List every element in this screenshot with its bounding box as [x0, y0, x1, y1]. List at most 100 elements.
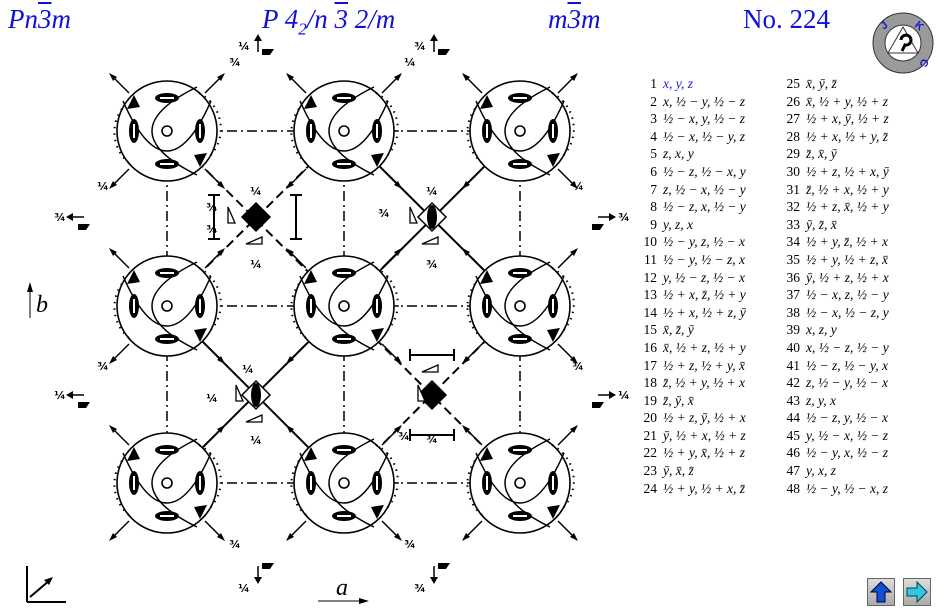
- operation-number: 23: [643, 463, 658, 479]
- operation-expression: x, y, z: [663, 76, 693, 91]
- height-fraction-label: ¾: [206, 223, 217, 236]
- height-fraction-label: ¼: [242, 363, 253, 376]
- edge-twofold-axis-arrow-icon: ¾: [414, 563, 450, 595]
- operation-expression: x, ½ − y, ½ − z: [663, 93, 745, 109]
- inversion-center-icon: [338, 125, 350, 137]
- edge-twofold-axis-arrow-icon: ¼: [238, 34, 274, 55]
- height-fraction-label: ¾: [398, 430, 409, 443]
- height-fraction-label: ¾: [414, 40, 425, 53]
- operation-expression: z, ½ − y, ½ − x: [806, 375, 888, 391]
- navigate-next-button[interactable]: [903, 578, 931, 606]
- operation-expression: ½ − y, ½ − x, z: [806, 480, 888, 496]
- operation-number: 24: [643, 480, 658, 496]
- arrow-up-icon: [870, 581, 892, 603]
- height-fraction-label: ¼: [54, 389, 65, 402]
- operation-number: 45: [786, 427, 801, 443]
- arrow-right-icon: [906, 581, 928, 603]
- navigate-up-button[interactable]: [867, 578, 895, 606]
- operation-expression: ½ + z, ȳ, ½ + x: [663, 410, 746, 426]
- height-fraction-label: ¾: [378, 207, 389, 220]
- threefold-triangle-icon: [127, 270, 140, 284]
- height-fraction-label: ¼: [426, 185, 437, 198]
- operation-number: 32: [786, 199, 801, 215]
- operation-number: 48: [786, 480, 801, 496]
- threefold-triangle-icon: [304, 447, 317, 461]
- operation-expression: ½ + x, z̄, ½ + y: [663, 287, 746, 303]
- operation-number: 4: [650, 128, 657, 144]
- great-circle-arc: [151, 261, 198, 351]
- space-group-number: No. 224: [743, 4, 830, 34]
- twofold-screw-bracket-icon: [208, 194, 220, 240]
- twofold-screw-half-arrow-icon: [421, 364, 439, 373]
- height-fraction-label: ¼: [250, 434, 261, 447]
- operation-expression: x̄, ȳ, z̄: [806, 76, 837, 91]
- fourfold-screw-diamond-icon: [416, 379, 448, 411]
- operation-number: 16: [643, 339, 658, 355]
- threefold-triangle-icon: [194, 153, 207, 167]
- height-fraction-label: ¼: [238, 582, 249, 595]
- operation-expression: z, ½ − x, ½ − y: [663, 181, 746, 197]
- twofold-axis-icon: [427, 205, 437, 229]
- operation-expression: ½ + z, x̄, ½ + y: [806, 199, 889, 215]
- inversion-center-icon: [161, 300, 173, 312]
- threefold-triangle-icon: [127, 447, 140, 461]
- edge-twofold-axis-arrow-icon: ¾: [592, 211, 630, 230]
- operation-expression: z, x, y: [663, 146, 694, 162]
- operation-number: 2: [650, 93, 657, 109]
- height-fraction-label: ¼: [206, 392, 217, 405]
- operation-number: 6: [650, 163, 657, 179]
- dotted-arc: [290, 279, 307, 339]
- threefold-axis-stereogram: [462, 425, 578, 541]
- operation-expression: x, z, y: [806, 322, 837, 338]
- operation-expression: y, x, z: [806, 463, 836, 479]
- height-fraction-label: ¾: [404, 538, 415, 551]
- operation-number: 8: [650, 199, 657, 215]
- height-fraction-label: ¾: [426, 258, 437, 271]
- twofold-screw-half-arrow-icon: [409, 206, 418, 224]
- height-fraction-label: ¼: [250, 258, 261, 271]
- operation-expression: ½ − x, ½ − z, y: [806, 304, 889, 320]
- operation-expression: ½ + y, ½ + z, x̄: [806, 251, 888, 267]
- dotted-arc: [375, 92, 399, 158]
- operation-expression: ½ + y, x̄, ½ + z: [663, 445, 745, 461]
- operation-number: 44: [786, 410, 801, 426]
- great-circle-arc: [504, 86, 551, 176]
- dotted-arc: [375, 444, 399, 510]
- twofold-screw-half-arrow-icon: [417, 384, 426, 402]
- height-fraction-label: ¾: [572, 360, 583, 373]
- operation-number: 35: [786, 251, 801, 267]
- operation-number: 22: [643, 445, 658, 461]
- edge-twofold-axis-arrow-icon: ¼: [54, 389, 90, 408]
- jkc-logo-icon[interactable]: J K C: [870, 10, 936, 76]
- twofold-screw-bracket-icon: [409, 349, 455, 361]
- operation-row: 48 ½ − y, ½ − x, z: [786, 480, 936, 498]
- operation-expression: ½ + y, z̄, ½ + x: [806, 234, 888, 250]
- edge-twofold-axis-arrow-icon: ¼: [238, 563, 274, 595]
- operation-expression: y, ½ − x, ½ − z: [806, 427, 888, 443]
- twofold-screw-half-arrow-icon: [245, 414, 263, 423]
- operation-number: 37: [786, 287, 801, 303]
- a-axis-label: a: [336, 575, 348, 601]
- operation-expression: ½ − z, x, ½ − y: [663, 199, 746, 215]
- threefold-triangle-icon: [371, 328, 384, 342]
- operation-number: 20: [643, 410, 658, 426]
- operation-number: 27: [786, 111, 801, 127]
- threefold-axis-stereogram: [109, 73, 225, 189]
- dotted-arc: [113, 104, 130, 164]
